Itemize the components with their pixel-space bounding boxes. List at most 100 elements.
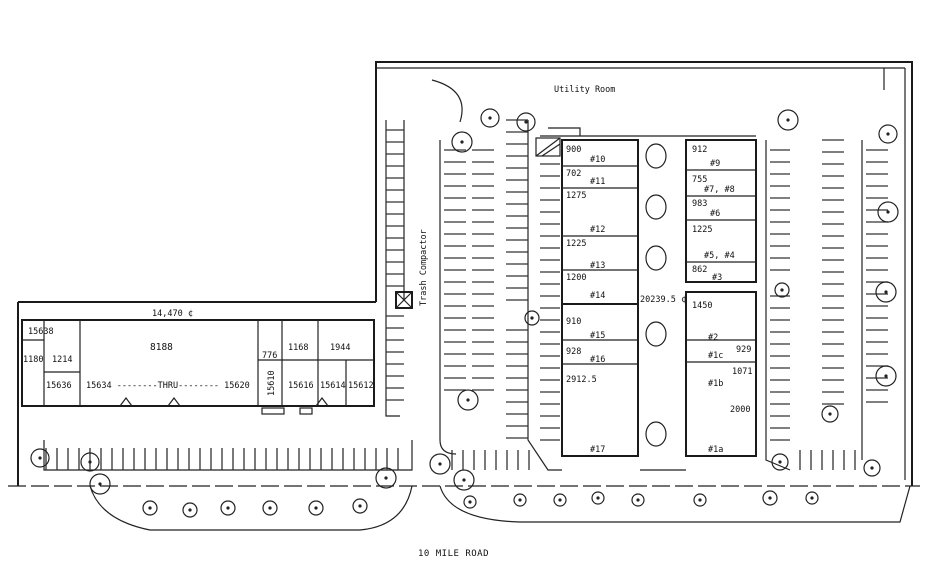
unit-number: #2 — [708, 333, 718, 343]
unit-sqft: 1071 — [732, 367, 752, 377]
unit-sqft: 912 — [692, 145, 707, 155]
tree — [308, 500, 324, 516]
unit-number: #1c — [708, 351, 723, 361]
space-label: 1180 — [23, 355, 43, 365]
trash-compactor-label: Trash Compactor — [419, 229, 429, 306]
unit-sqft: 1225 — [566, 239, 586, 249]
tree — [777, 109, 799, 131]
space-label: 1214 — [52, 355, 72, 365]
unit-sqft: 2000 — [730, 405, 750, 415]
unit-number: #14 — [590, 291, 605, 301]
utility-strip — [540, 127, 756, 137]
tree — [142, 500, 158, 516]
center-area-label: 20239.5 ¢ — [640, 295, 686, 305]
landscape-trees — [30, 108, 899, 518]
unit-sqft: 910 — [566, 317, 581, 327]
tree — [220, 500, 236, 516]
tree — [693, 493, 707, 507]
space-label: 15610 — [267, 370, 277, 396]
tree — [875, 281, 897, 303]
tree — [875, 365, 897, 387]
tree — [451, 131, 473, 153]
property-boundary — [8, 61, 920, 487]
tree — [262, 500, 278, 516]
space-label: 15616 — [288, 381, 314, 391]
tree — [553, 493, 567, 507]
space-label: 8188 — [150, 342, 173, 353]
main-building-east-block — [685, 139, 757, 457]
road-label: 10 MILE ROAD — [418, 549, 489, 559]
space-label: 1168 — [288, 343, 308, 353]
tree — [352, 498, 368, 514]
tree — [821, 405, 839, 423]
tree — [516, 112, 536, 132]
unit-number: #17 — [590, 445, 605, 455]
space-label: 15638 — [28, 327, 54, 337]
tree — [878, 124, 898, 144]
unit-number: #7, #8 — [704, 185, 735, 195]
space-label: 15614 — [320, 381, 346, 391]
unit-number: #1b — [708, 379, 723, 389]
tree — [805, 491, 819, 505]
tree — [182, 502, 198, 518]
parking-stalls — [45, 119, 888, 470]
tree — [774, 282, 790, 298]
unit-sqft: 1200 — [566, 273, 586, 283]
space-label: 15612 — [348, 381, 374, 391]
tree — [30, 448, 50, 468]
tree — [480, 108, 500, 128]
tree — [524, 310, 540, 326]
unit-number: #1a — [708, 445, 723, 455]
space-label: 1944 — [330, 343, 350, 353]
courtyard-planters — [645, 143, 667, 447]
frontage-label: 14,470 ¢ — [152, 309, 193, 319]
tree — [80, 452, 100, 472]
unit-sqft: 983 — [692, 199, 707, 209]
labels: Utility Room Trash Compactor 10 MILE ROA… — [86, 85, 686, 559]
tree — [762, 490, 778, 506]
west-block-labels: 900 #10 702 #11 1275 #12 1225 #13 1200 #… — [566, 145, 605, 455]
tree — [591, 491, 605, 505]
unit-number: #9 — [710, 159, 720, 169]
unit-number: #10 — [590, 155, 605, 165]
unit-sqft: 862 — [692, 265, 707, 275]
tree — [863, 459, 881, 477]
unit-number: #13 — [590, 261, 605, 271]
unit-sqft: 900 — [566, 145, 581, 155]
tree — [771, 453, 789, 471]
unit-sqft: 1275 — [566, 191, 586, 201]
utility-room-label: Utility Room — [554, 85, 615, 95]
unit-number: #15 — [590, 331, 605, 341]
parking-islands — [43, 68, 911, 531]
tree — [89, 473, 111, 495]
unit-sqft: 2912.5 — [566, 375, 597, 385]
tree — [375, 467, 397, 489]
trash-compactor-box — [395, 291, 413, 309]
tree — [513, 493, 527, 507]
unit-number: #5, #4 — [704, 251, 735, 261]
west-building-labels: 15638 1180 1214 15636 8188 776 15610 116… — [23, 327, 374, 396]
unit-sqft: 755 — [692, 175, 707, 185]
tree — [631, 493, 645, 507]
tree — [429, 453, 451, 475]
unit-number: #6 — [710, 209, 720, 219]
unit-number: #11 — [590, 177, 605, 187]
thru-label: 15634 --------THRU-------- 15620 — [86, 381, 250, 391]
west-strip-building — [21, 319, 375, 415]
space-label: 776 — [262, 351, 277, 361]
unit-number: #12 — [590, 225, 605, 235]
unit-sqft: 1450 — [692, 301, 712, 311]
unit-sqft: 928 — [566, 347, 581, 357]
unit-sqft: 1225 — [692, 225, 712, 235]
unit-number: #16 — [590, 355, 605, 365]
tree — [453, 469, 475, 491]
space-label: 15636 — [46, 381, 72, 391]
unit-sqft: 929 — [736, 345, 751, 355]
unit-number: #3 — [712, 273, 722, 283]
unit-sqft: 702 — [566, 169, 581, 179]
tree — [457, 389, 479, 411]
tree — [463, 495, 477, 509]
east-block-labels: 912 #9 755 #7, #8 983 #6 1225 #5, #4 862… — [692, 145, 752, 455]
main-building-west-block — [535, 137, 639, 457]
